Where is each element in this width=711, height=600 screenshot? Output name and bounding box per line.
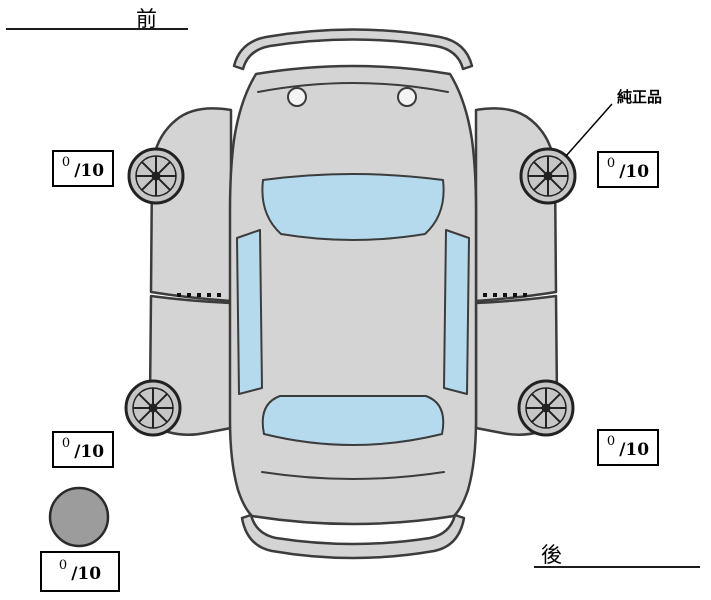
- tire-score-value: 0: [606, 434, 616, 449]
- tire-score-max: /10: [74, 441, 105, 462]
- front-bumper: [232, 28, 474, 71]
- front-right-wheel: [519, 147, 577, 205]
- left-front-door-panel: [149, 107, 233, 303]
- hood-front-line: [257, 82, 449, 93]
- tire-score-max: /10: [619, 439, 650, 460]
- tire-score-max: /10: [74, 160, 105, 181]
- left-hood-circle: [287, 87, 307, 107]
- genuine-part-pointer-line: [565, 103, 613, 157]
- genuine-part-label: 純正品: [617, 89, 663, 106]
- right-hood-circle: [397, 87, 417, 107]
- tire-score-value: 0: [61, 155, 71, 170]
- front-label: 前: [136, 8, 158, 31]
- tire-score-value: 0: [606, 156, 616, 171]
- rear-label: 後: [541, 544, 563, 567]
- right-front-door-panel: [474, 107, 558, 303]
- right-dotted-line: [483, 293, 527, 297]
- right-side-window-glass: [443, 229, 470, 395]
- front-label-underline: [6, 28, 188, 30]
- car-body: [228, 64, 478, 526]
- rear-left-wheel: [124, 379, 182, 437]
- front-left-wheel: [127, 147, 185, 205]
- tire-score-max: /10: [71, 563, 102, 584]
- tire-score-box-spare: 0 /10: [40, 551, 120, 592]
- tire-score-value: 0: [58, 558, 68, 573]
- trunk-line: [261, 471, 445, 480]
- tire-score-max: /10: [619, 161, 650, 182]
- spare-tire: [48, 486, 110, 548]
- rear-right-wheel: [517, 379, 575, 437]
- tire-score-box-front-right: 0 /10: [597, 151, 659, 188]
- left-dotted-line: [177, 293, 221, 297]
- left-side-window-glass: [236, 229, 263, 395]
- windshield-glass: [261, 173, 445, 241]
- tire-score-box-front-left: 0 /10: [52, 150, 114, 187]
- tire-score-box-rear-right: 0 /10: [597, 429, 659, 466]
- rear-window-glass: [261, 395, 445, 446]
- rear-label-underline: [534, 566, 700, 568]
- tire-score-box-rear-left: 0 /10: [52, 431, 114, 468]
- tire-score-value: 0: [61, 436, 71, 451]
